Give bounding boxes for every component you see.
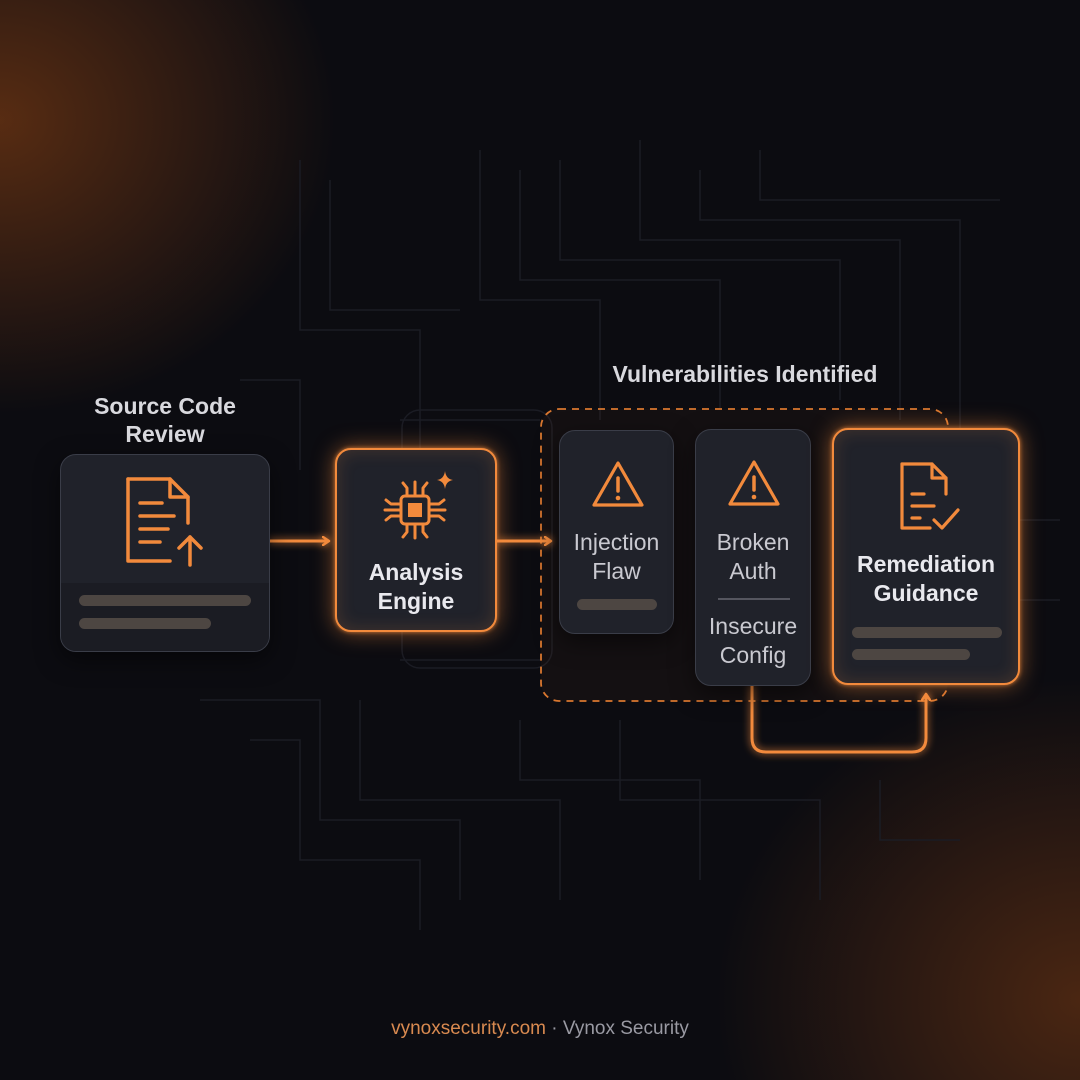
- placeholder-bar: [852, 649, 970, 660]
- divider: [718, 598, 790, 600]
- vuln-label-line2: Auth: [729, 558, 777, 584]
- placeholder-bar: [852, 627, 1002, 638]
- vuln-label-line1: Injection: [573, 529, 660, 555]
- placeholder-bar: [79, 595, 251, 606]
- placeholder-bar: [79, 618, 211, 629]
- remediation-label-line1: Remediation: [856, 551, 996, 577]
- engine-label-line2: Engine: [377, 588, 455, 614]
- vuln-label-line1: Insecure: [708, 613, 798, 639]
- analysis-engine-card[interactable]: Analysis Engine: [335, 448, 497, 632]
- footer-domain[interactable]: vynoxsecurity.com: [391, 1018, 546, 1039]
- vuln-label-line2: Flaw: [592, 558, 641, 584]
- vuln-card-auth-config[interactable]: Broken Auth Insecure Config: [695, 429, 811, 686]
- placeholder-bar: [577, 599, 657, 610]
- card-footer-panel: [61, 583, 269, 651]
- document-check-icon: [900, 462, 960, 530]
- engine-label: Analysis Engine: [337, 558, 495, 616]
- footer-separator: ·: [545, 1018, 563, 1039]
- remediation-label-line2: Guidance: [873, 580, 979, 606]
- remediation-label: Remediation Guidance: [834, 550, 1018, 608]
- vuln-label-broken-auth: Broken Auth: [696, 528, 810, 586]
- vuln-label-insecure-config: Insecure Config: [696, 612, 810, 670]
- flow-connectors: [268, 541, 926, 754]
- vuln-label-injection: Injection Flaw: [560, 528, 673, 586]
- source-title-line1: Source Code: [94, 393, 236, 419]
- source-review-title: Source Code Review: [60, 392, 270, 448]
- footer-credit: vynoxsecurity.com · Vynox Security: [0, 1018, 1080, 1040]
- vulns-to-remediation-arrow: [750, 684, 926, 754]
- footer-brand: Vynox Security: [562, 1018, 689, 1039]
- source-title-line2: Review: [125, 421, 205, 447]
- document-upload-icon: [126, 477, 203, 567]
- cpu-chip-sparkle-icon: [383, 471, 453, 540]
- warning-triangle-icon: [728, 460, 780, 506]
- vulnerabilities-heading: Vulnerabilities Identified: [612, 361, 878, 387]
- engine-label-line1: Analysis: [368, 559, 464, 585]
- vuln-card-injection[interactable]: Injection Flaw: [559, 430, 674, 634]
- vuln-label-line1: Broken: [716, 529, 790, 555]
- source-code-card[interactable]: [60, 454, 270, 652]
- vuln-label-line2: Config: [719, 642, 787, 668]
- warning-triangle-icon: [592, 461, 644, 507]
- remediation-card[interactable]: Remediation Guidance: [832, 428, 1020, 685]
